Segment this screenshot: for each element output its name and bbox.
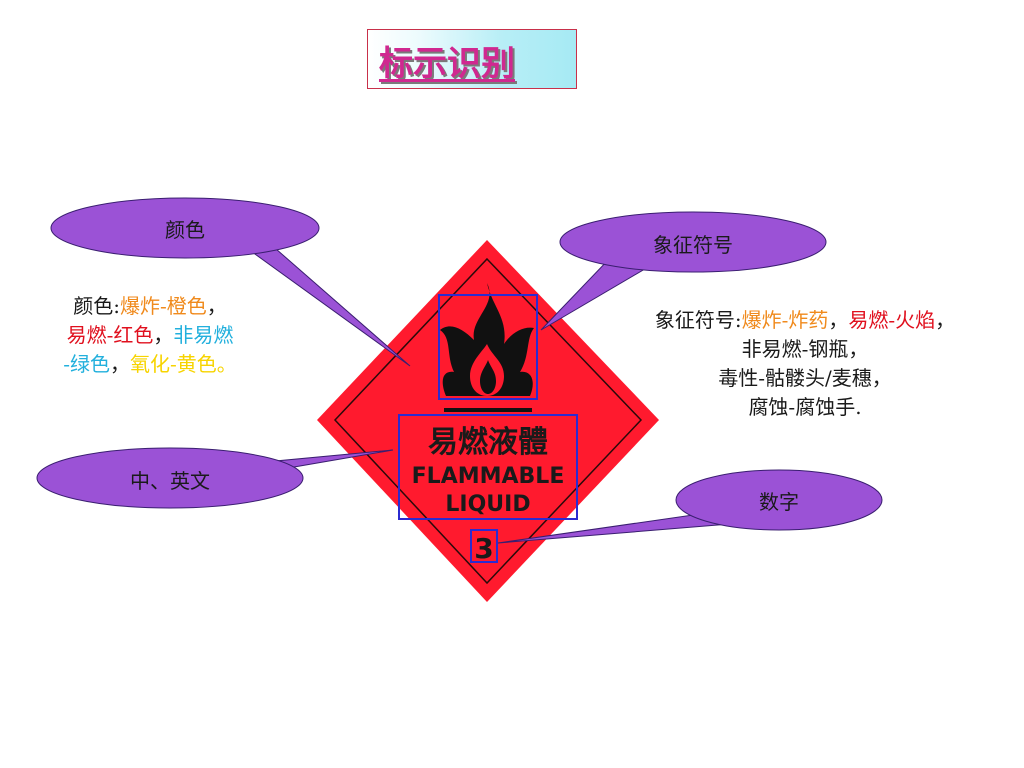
symbol-highlight-box xyxy=(438,294,538,400)
callout-number-bubble xyxy=(675,469,883,531)
callout-language-bubble xyxy=(36,447,304,509)
symbol-desc-flammable: 易燃-火焰 xyxy=(848,308,936,332)
color-desc-prefix: 颜色: xyxy=(73,294,120,318)
color-desc-flammable: 易燃-红色 xyxy=(66,323,154,347)
color-desc-nonflammable: 非易燃 xyxy=(173,323,234,347)
color-desc-oxidizer: 氧化-黄色。 xyxy=(130,352,237,376)
symbol-desc-line4: 腐蚀-腐蚀手. xyxy=(748,395,862,419)
text-highlight-box xyxy=(398,414,578,520)
sign-chinese-label: 易燃液體 xyxy=(428,425,548,460)
symbol-description: 象征符号:爆炸-炸药，易燃-火焰， 非易燃-钢瓶， 毒性-骷髅头/麦穗， 腐蚀-… xyxy=(600,306,1010,422)
color-desc-line3: -绿色，氧化-黄色。 xyxy=(30,350,270,379)
symbol-desc-line3: 毒性-骷髅头/麦穗， xyxy=(718,366,892,390)
symbol-desc-comma: ， xyxy=(935,308,956,332)
sign-english-line2: LIQUID xyxy=(445,492,530,517)
color-desc-nonflammable-2: -绿色 xyxy=(63,352,110,376)
callout-color-label: 颜色 xyxy=(165,218,205,242)
symbol-desc-prefix: 象征符号: xyxy=(654,308,742,332)
flammable-liquid-sign: 易燃液體 FLAMMABLE LIQUID 3 xyxy=(317,240,659,602)
color-desc-comma: ， xyxy=(153,323,174,347)
symbol-desc-line2: 非易燃-钢瓶， xyxy=(741,337,869,361)
number-highlight-box xyxy=(470,529,498,563)
callout-number-label: 数字 xyxy=(759,490,799,514)
color-desc-line2: 易燃-红色，非易燃 xyxy=(30,321,270,350)
callout-symbol-label: 象征符号 xyxy=(653,233,733,257)
flame-icon xyxy=(440,283,534,412)
sign-inner-border xyxy=(333,257,643,585)
callout-color xyxy=(50,197,411,367)
callout-symbol-bubble xyxy=(559,211,827,273)
color-desc-comma: ， xyxy=(206,294,227,318)
color-desc-explosive: 爆炸-橙色 xyxy=(119,294,207,318)
color-desc-comma: ， xyxy=(110,352,130,376)
color-description: 颜色:爆炸-橙色， 易燃-红色，非易燃 -绿色，氧化-黄色。 xyxy=(30,292,270,379)
symbol-desc-explosive: 爆炸-炸药 xyxy=(741,308,829,332)
title-box: 标示识别 xyxy=(367,29,577,89)
symbol-desc-comma: ， xyxy=(828,308,849,332)
callout-color-bubble xyxy=(50,197,320,259)
callout-number xyxy=(497,469,883,544)
sign-english-line1: FLAMMABLE xyxy=(412,464,565,489)
callout-language xyxy=(36,447,394,509)
sign-class-number: 3 xyxy=(474,532,493,565)
callout-language-label: 中、英文 xyxy=(130,469,210,493)
flame-base-line xyxy=(444,408,532,412)
page-title: 标示识别 xyxy=(379,44,515,84)
callout-symbol xyxy=(540,211,827,331)
sign-diamond xyxy=(317,240,659,602)
color-desc-line1: 颜色:爆炸-橙色， xyxy=(30,292,270,321)
symbol-desc-line1: 象征符号:爆炸-炸药，易燃-火焰， xyxy=(600,306,1010,335)
